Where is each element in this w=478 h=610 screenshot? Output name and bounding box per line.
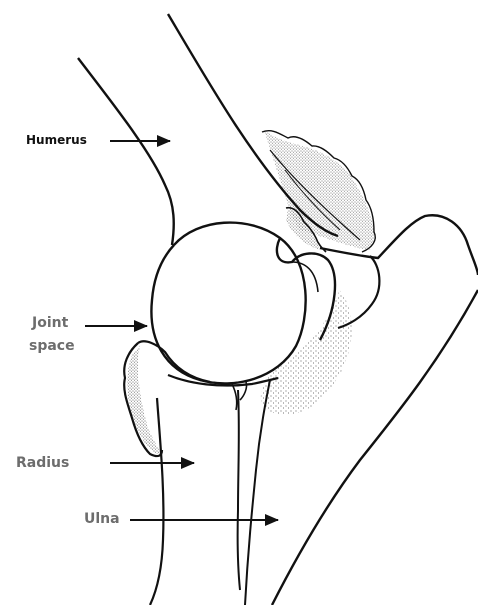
arrow-ulna xyxy=(130,519,278,521)
radius-head-shading xyxy=(127,345,160,455)
label-humerus: Humerus xyxy=(26,134,87,146)
radius-shaft-right-top xyxy=(232,384,237,410)
label-space: space xyxy=(29,339,75,353)
arrowhead-icon xyxy=(134,320,148,332)
ulna-posterior-border xyxy=(272,290,478,605)
label-ulna: Ulna xyxy=(84,512,120,526)
ulna-anterior-edge-2 xyxy=(245,380,270,605)
humerus-left-edge xyxy=(78,58,174,245)
arrowhead-icon xyxy=(181,457,195,469)
humerus-osteophyte-shading xyxy=(264,130,374,250)
radius-head-top xyxy=(138,341,210,382)
label-joint: Joint xyxy=(32,316,68,330)
arrowhead-icon xyxy=(157,135,171,147)
arrow-radius xyxy=(110,462,194,464)
arrowhead-icon xyxy=(265,514,279,526)
label-radius: Radius xyxy=(16,456,69,470)
ulna-anterior-edge xyxy=(238,390,240,590)
arrow-humerus xyxy=(110,140,170,142)
arrow-joint-space xyxy=(85,325,147,327)
capitulum xyxy=(151,223,305,384)
radius-shaft-left xyxy=(150,398,163,605)
